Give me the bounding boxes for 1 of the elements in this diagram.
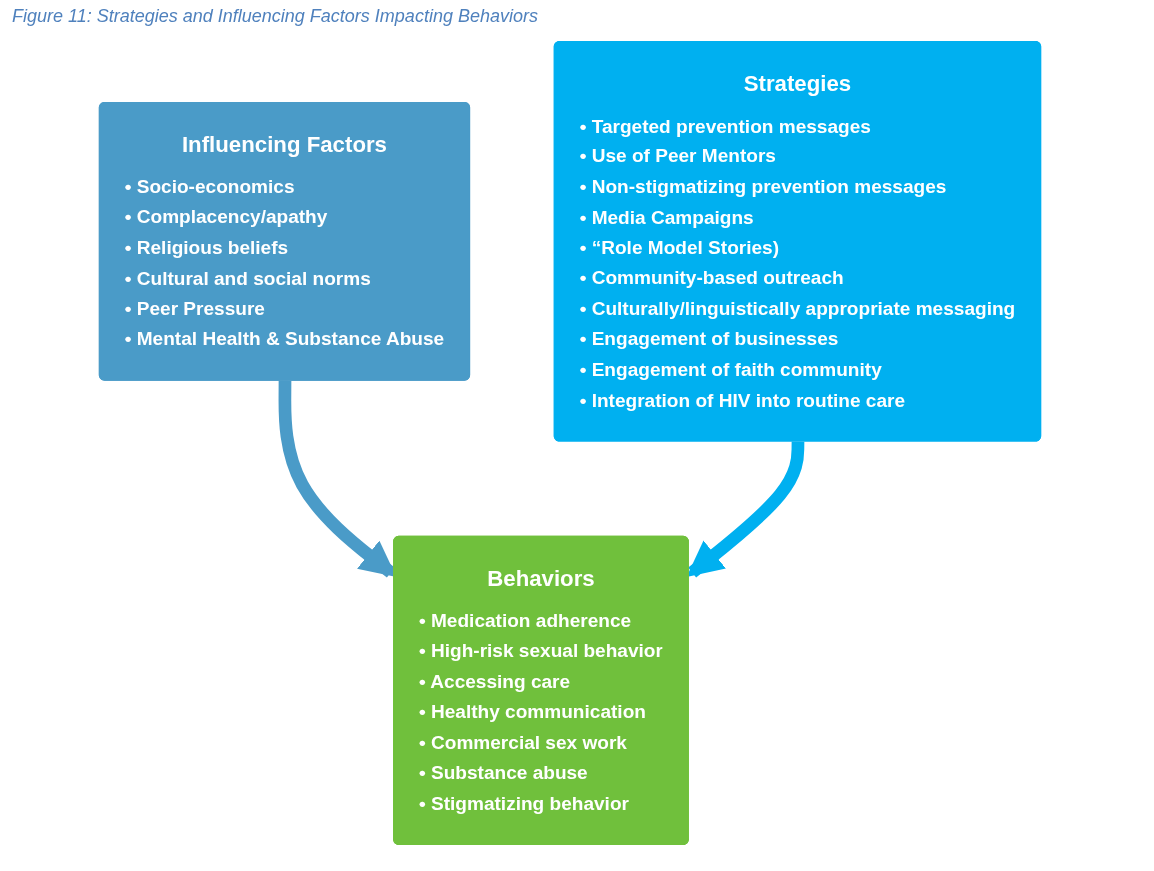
figure-title: Figure 11: Strategies and Influencing Factors Impacting Behaviors <box>12 6 539 27</box>
